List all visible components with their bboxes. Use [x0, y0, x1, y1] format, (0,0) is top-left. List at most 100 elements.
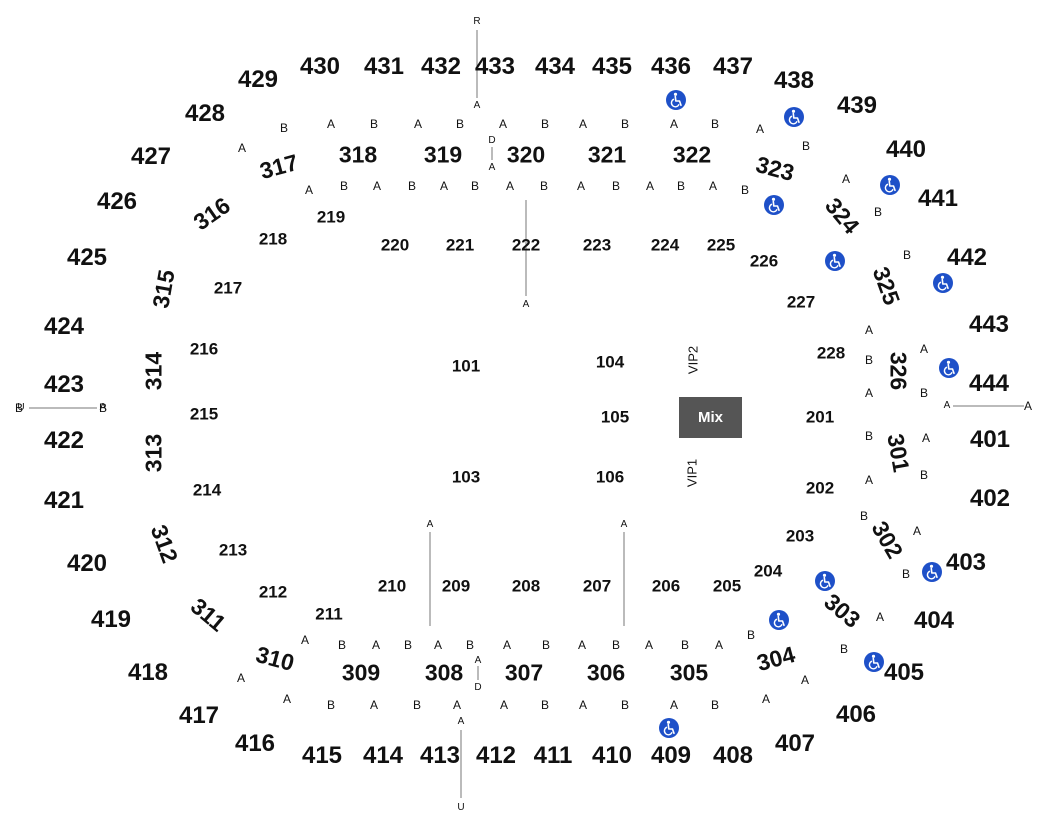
wheelchair-icon[interactable] — [933, 273, 953, 293]
section-320[interactable]: 320 — [506, 141, 546, 168]
section-321[interactable]: 321 — [587, 141, 627, 168]
section-217[interactable]: 217 — [213, 278, 243, 298]
section-437[interactable]: 437 — [712, 53, 754, 80]
section-433[interactable]: 433 — [474, 53, 516, 80]
section-428[interactable]: 428 — [184, 100, 226, 127]
wheelchair-icon[interactable] — [659, 718, 679, 738]
section-414[interactable]: 414 — [362, 742, 404, 769]
section-308[interactable]: 308 — [424, 659, 464, 686]
section-vip1[interactable]: VIP1 — [684, 458, 700, 488]
section-204[interactable]: 204 — [753, 561, 783, 581]
section-430[interactable]: 430 — [299, 53, 341, 80]
section-442[interactable]: 442 — [946, 244, 988, 271]
section-424[interactable]: 424 — [43, 313, 85, 340]
section-106[interactable]: 106 — [595, 467, 625, 487]
section-206[interactable]: 206 — [651, 576, 681, 596]
section-210[interactable]: 210 — [377, 576, 407, 596]
section-207[interactable]: 207 — [582, 576, 612, 596]
section-420[interactable]: 420 — [66, 550, 108, 577]
wheelchair-icon[interactable] — [764, 195, 784, 215]
section-410[interactable]: 410 — [591, 742, 633, 769]
section-413[interactable]: 413 — [419, 742, 461, 769]
section-438[interactable]: 438 — [773, 67, 815, 94]
section-404[interactable]: 404 — [913, 607, 955, 634]
section-211[interactable]: 211 — [315, 604, 343, 624]
section-409[interactable]: 409 — [650, 742, 692, 769]
section-318[interactable]: 318 — [338, 141, 378, 168]
section-401[interactable]: 401 — [969, 426, 1011, 453]
section-214[interactable]: 214 — [192, 480, 222, 500]
section-202[interactable]: 202 — [805, 478, 835, 498]
section-309[interactable]: 309 — [341, 659, 381, 686]
section-228[interactable]: 228 — [816, 343, 846, 363]
section-218[interactable]: 218 — [258, 229, 288, 249]
section-432[interactable]: 432 — [420, 53, 462, 80]
section-443[interactable]: 443 — [968, 311, 1010, 338]
section-205[interactable]: 205 — [712, 576, 742, 596]
section-208[interactable]: 208 — [511, 576, 541, 596]
section-411[interactable]: 411 — [533, 742, 573, 769]
section-431[interactable]: 431 — [363, 53, 405, 80]
section-104[interactable]: 104 — [595, 352, 625, 372]
section-405[interactable]: 405 — [883, 659, 925, 686]
wheelchair-icon[interactable] — [666, 90, 686, 110]
section-201[interactable]: 201 — [805, 407, 835, 427]
section-224[interactable]: 224 — [650, 235, 680, 255]
section-421[interactable]: 421 — [43, 487, 85, 514]
section-306[interactable]: 306 — [586, 659, 626, 686]
section-435[interactable]: 435 — [591, 53, 633, 80]
section-408[interactable]: 408 — [712, 742, 754, 769]
wheelchair-icon[interactable] — [769, 610, 789, 630]
section-425[interactable]: 425 — [66, 244, 108, 271]
section-219[interactable]: 219 — [316, 207, 346, 227]
section-209[interactable]: 209 — [441, 576, 471, 596]
section-407[interactable]: 407 — [774, 730, 816, 757]
section-416[interactable]: 416 — [234, 730, 276, 757]
section-426[interactable]: 426 — [96, 188, 138, 215]
wheelchair-icon[interactable] — [815, 571, 835, 591]
section-441[interactable]: 441 — [917, 185, 959, 212]
section-213[interactable]: 213 — [218, 540, 248, 560]
section-402[interactable]: 402 — [969, 485, 1011, 512]
wheelchair-icon[interactable] — [825, 251, 845, 271]
mix-booth[interactable]: Mix — [679, 397, 742, 438]
section-203[interactable]: 203 — [785, 526, 815, 546]
section-403[interactable]: 403 — [945, 549, 987, 576]
section-223[interactable]: 223 — [582, 235, 612, 255]
section-215[interactable]: 215 — [189, 404, 219, 424]
section-322[interactable]: 322 — [672, 141, 712, 168]
section-221[interactable]: 221 — [445, 235, 475, 255]
wheelchair-icon[interactable] — [784, 107, 804, 127]
section-319[interactable]: 319 — [423, 141, 463, 168]
section-444[interactable]: 444 — [968, 370, 1010, 397]
section-415[interactable]: 415 — [301, 742, 343, 769]
section-313[interactable]: 313 — [140, 433, 167, 473]
section-417[interactable]: 417 — [178, 702, 220, 729]
wheelchair-icon[interactable] — [864, 652, 884, 672]
section-222[interactable]: 222 — [511, 235, 541, 255]
section-225[interactable]: 225 — [706, 235, 736, 255]
section-427[interactable]: 427 — [130, 143, 172, 170]
section-429[interactable]: 429 — [237, 66, 279, 93]
section-423[interactable]: 423 — [43, 371, 85, 398]
section-314[interactable]: 314 — [140, 351, 167, 391]
section-103[interactable]: 103 — [451, 467, 481, 487]
section-418[interactable]: 418 — [127, 659, 169, 686]
section-439[interactable]: 439 — [836, 92, 878, 119]
section-436[interactable]: 436 — [650, 53, 692, 80]
section-412[interactable]: 412 — [475, 742, 517, 769]
section-220[interactable]: 220 — [380, 235, 410, 255]
section-301[interactable]: 301 — [882, 431, 915, 475]
section-422[interactable]: 422 — [43, 427, 85, 454]
wheelchair-icon[interactable] — [880, 175, 900, 195]
section-vip2[interactable]: VIP2 — [685, 345, 701, 375]
section-216[interactable]: 216 — [189, 339, 219, 359]
section-406[interactable]: 406 — [835, 701, 877, 728]
section-440[interactable]: 440 — [885, 136, 927, 163]
section-305[interactable]: 305 — [669, 659, 709, 686]
wheelchair-icon[interactable] — [922, 562, 942, 582]
section-105[interactable]: 105 — [600, 407, 630, 427]
section-326[interactable]: 326 — [885, 351, 912, 391]
section-226[interactable]: 226 — [749, 251, 779, 271]
section-419[interactable]: 419 — [90, 606, 132, 633]
